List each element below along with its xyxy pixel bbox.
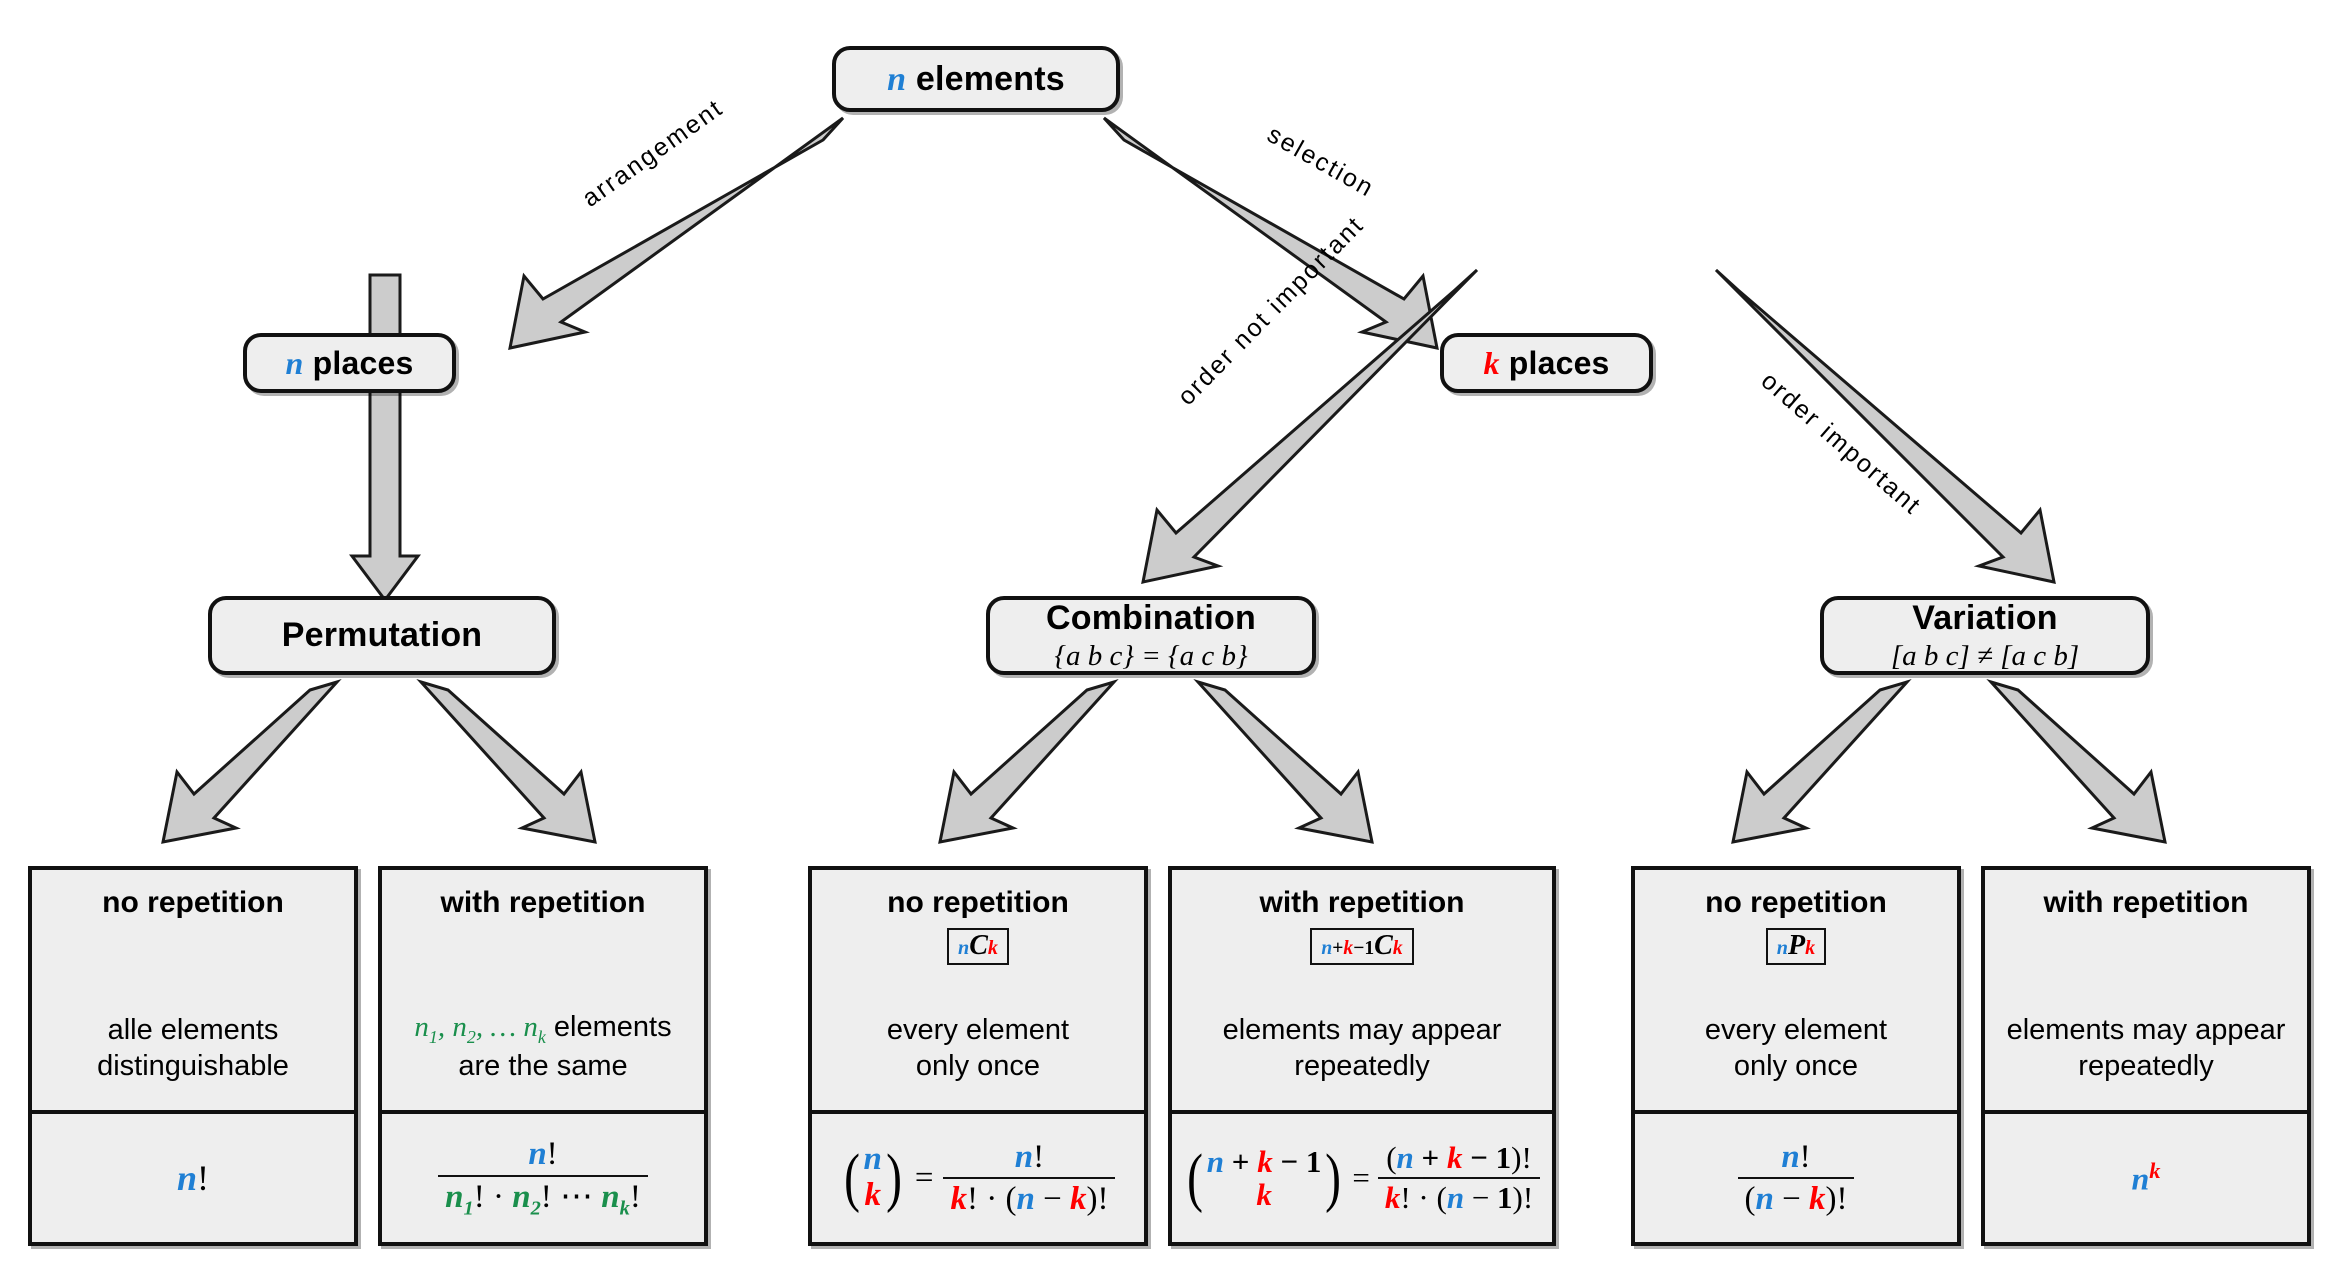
- card-head: no repetition: [102, 886, 284, 919]
- node-n-places-label: n places: [286, 345, 414, 382]
- formula-binomial-nk: ( n k ) = n! k! · (n − k)!: [841, 1139, 1116, 1218]
- node-k-places-label: k places: [1483, 345, 1609, 382]
- arrow-comb-no-rep: [938, 679, 1119, 844]
- card-combination-no-repetition[interactable]: no repetition nCk every element only onc…: [808, 866, 1148, 1246]
- card-formula: n! n1! · n2! ⋯ nk!: [382, 1114, 704, 1242]
- card-top: no repetition alle elements distinguisha…: [32, 870, 354, 1114]
- node-n-elements-label: n elements: [887, 60, 1065, 99]
- card-permutation-with-repetition[interactable]: with repetition n1, n2, … nk elements ar…: [378, 866, 708, 1246]
- node-variation-label: Variation: [1912, 598, 2058, 637]
- card-desc-line2: only once: [1733, 1049, 1859, 1082]
- card-desc-line1: elements may appear: [1222, 1014, 1502, 1047]
- card-head: with repetition: [1259, 886, 1465, 919]
- card-top: no repetition nCk every element only onc…: [812, 870, 1144, 1114]
- notation-nCk: nCk: [947, 928, 1009, 965]
- card-desc-line2: only once: [915, 1049, 1041, 1082]
- card-head: with repetition: [440, 886, 646, 919]
- card-top: with repetition n1, n2, … nk elements ar…: [382, 870, 704, 1114]
- edge-label-arrangement: arrangement: [577, 93, 729, 213]
- card-description: alle elements distinguishable: [32, 1013, 354, 1084]
- card-variation-no-repetition[interactable]: no repetition nPk every element only onc…: [1631, 866, 1961, 1246]
- formula-binomial-n-plus-k-minus-1: ( n + k − 1 k ) = (n + k − 1)! k! · (n −…: [1184, 1140, 1541, 1215]
- arrow-order-important: [1714, 268, 2056, 584]
- node-variation-example: [a b c] ≠ [a c b]: [1890, 639, 2080, 672]
- card-permutation-no-repetition[interactable]: no repetition alle elements distinguisha…: [28, 866, 358, 1246]
- node-n-elements-text: elements: [915, 59, 1065, 98]
- node-combination[interactable]: Combination {a b c} = {a c b}: [986, 596, 1316, 675]
- node-n-places[interactable]: n places: [243, 333, 456, 393]
- notation-nPk: nPk: [1765, 928, 1827, 965]
- card-formula: n! (n − k)!: [1635, 1114, 1957, 1242]
- var-n: n: [285, 344, 304, 381]
- card-formula: n!: [32, 1114, 354, 1242]
- card-variation-with-repetition[interactable]: with repetition elements may appear repe…: [1981, 866, 2311, 1246]
- card-formula: ( n + k − 1 k ) = (n + k − 1)! k! · (n −…: [1172, 1114, 1552, 1242]
- card-top: with repetition elements may appear repe…: [1985, 870, 2307, 1114]
- notation-n-plus-k-minus-1-C-k: n+k−1Ck: [1310, 928, 1414, 965]
- node-permutation[interactable]: Permutation: [208, 596, 556, 675]
- card-top: no repetition nPk every element only onc…: [1635, 870, 1957, 1114]
- card-description: every element only once: [812, 1013, 1144, 1084]
- arrow-order-not-important: [1141, 268, 1479, 584]
- card-head: no repetition: [1705, 886, 1887, 919]
- card-head: with repetition: [2043, 886, 2249, 919]
- card-description: n1, n2, … nk elements are the same: [382, 1010, 704, 1084]
- card-desc-line1: every element: [1704, 1014, 1888, 1047]
- node-k-places-text: places: [1508, 344, 1610, 381]
- var-k: k: [1483, 344, 1500, 381]
- var-n: n: [887, 60, 907, 98]
- formula-n-permute-k: n! (n − k)!: [1737, 1139, 1855, 1218]
- card-description: every element only once: [1635, 1013, 1957, 1084]
- arrow-perm-no-rep: [161, 679, 342, 844]
- node-n-places-text: places: [312, 344, 414, 381]
- arrow-comb-with-rep: [1193, 679, 1374, 844]
- card-head: no repetition: [887, 886, 1069, 919]
- card-combination-with-repetition[interactable]: with repetition n+k−1Ck elements may app…: [1168, 866, 1556, 1246]
- card-desc-line2: repeatedly: [1294, 1049, 1430, 1082]
- card-description: elements may appear repeatedly: [1172, 1013, 1552, 1084]
- node-combination-label: Combination: [1046, 598, 1256, 637]
- arrow-permutation: [349, 273, 421, 603]
- edge-label-order-important: order important: [1755, 366, 1927, 521]
- card-description: elements may appear repeatedly: [1985, 1013, 2307, 1084]
- card-formula: nk: [1985, 1114, 2307, 1242]
- formula-multiset-permutation: n! n1! · n2! ⋯ nk!: [438, 1136, 648, 1219]
- card-desc-line1: n1, n2, … nk elements: [414, 1010, 672, 1047]
- card-desc-line1: every element: [886, 1014, 1070, 1047]
- node-n-elements[interactable]: n elements: [832, 46, 1120, 112]
- card-desc-line2: repeatedly: [2078, 1049, 2214, 1082]
- edge-label-selection: selection: [1262, 120, 1380, 203]
- card-top: with repetition n+k−1Ck elements may app…: [1172, 870, 1552, 1114]
- arrow-var-with-rep: [1986, 679, 2167, 844]
- formula-n-factorial: n!: [176, 1158, 210, 1198]
- card-desc-line2: distinguishable: [97, 1049, 289, 1082]
- arrow-perm-with-rep: [416, 679, 597, 844]
- card-desc-line2: are the same: [458, 1049, 628, 1082]
- node-variation[interactable]: Variation [a b c] ≠ [a c b]: [1820, 596, 2150, 675]
- arrow-var-no-rep: [1731, 679, 1912, 844]
- edge-label-order-not-important: order not important: [1172, 210, 1370, 411]
- node-permutation-label: Permutation: [281, 616, 483, 654]
- node-k-places[interactable]: k places: [1440, 333, 1653, 393]
- formula-n-power-k: nk: [2131, 1158, 2161, 1197]
- card-desc-line1: alle elements: [107, 1014, 279, 1047]
- card-desc-line1: elements may appear: [2006, 1014, 2286, 1047]
- card-formula: ( n k ) = n! k! · (n − k)!: [812, 1114, 1144, 1242]
- node-combination-example: {a b c} = {a c b}: [1054, 639, 1248, 672]
